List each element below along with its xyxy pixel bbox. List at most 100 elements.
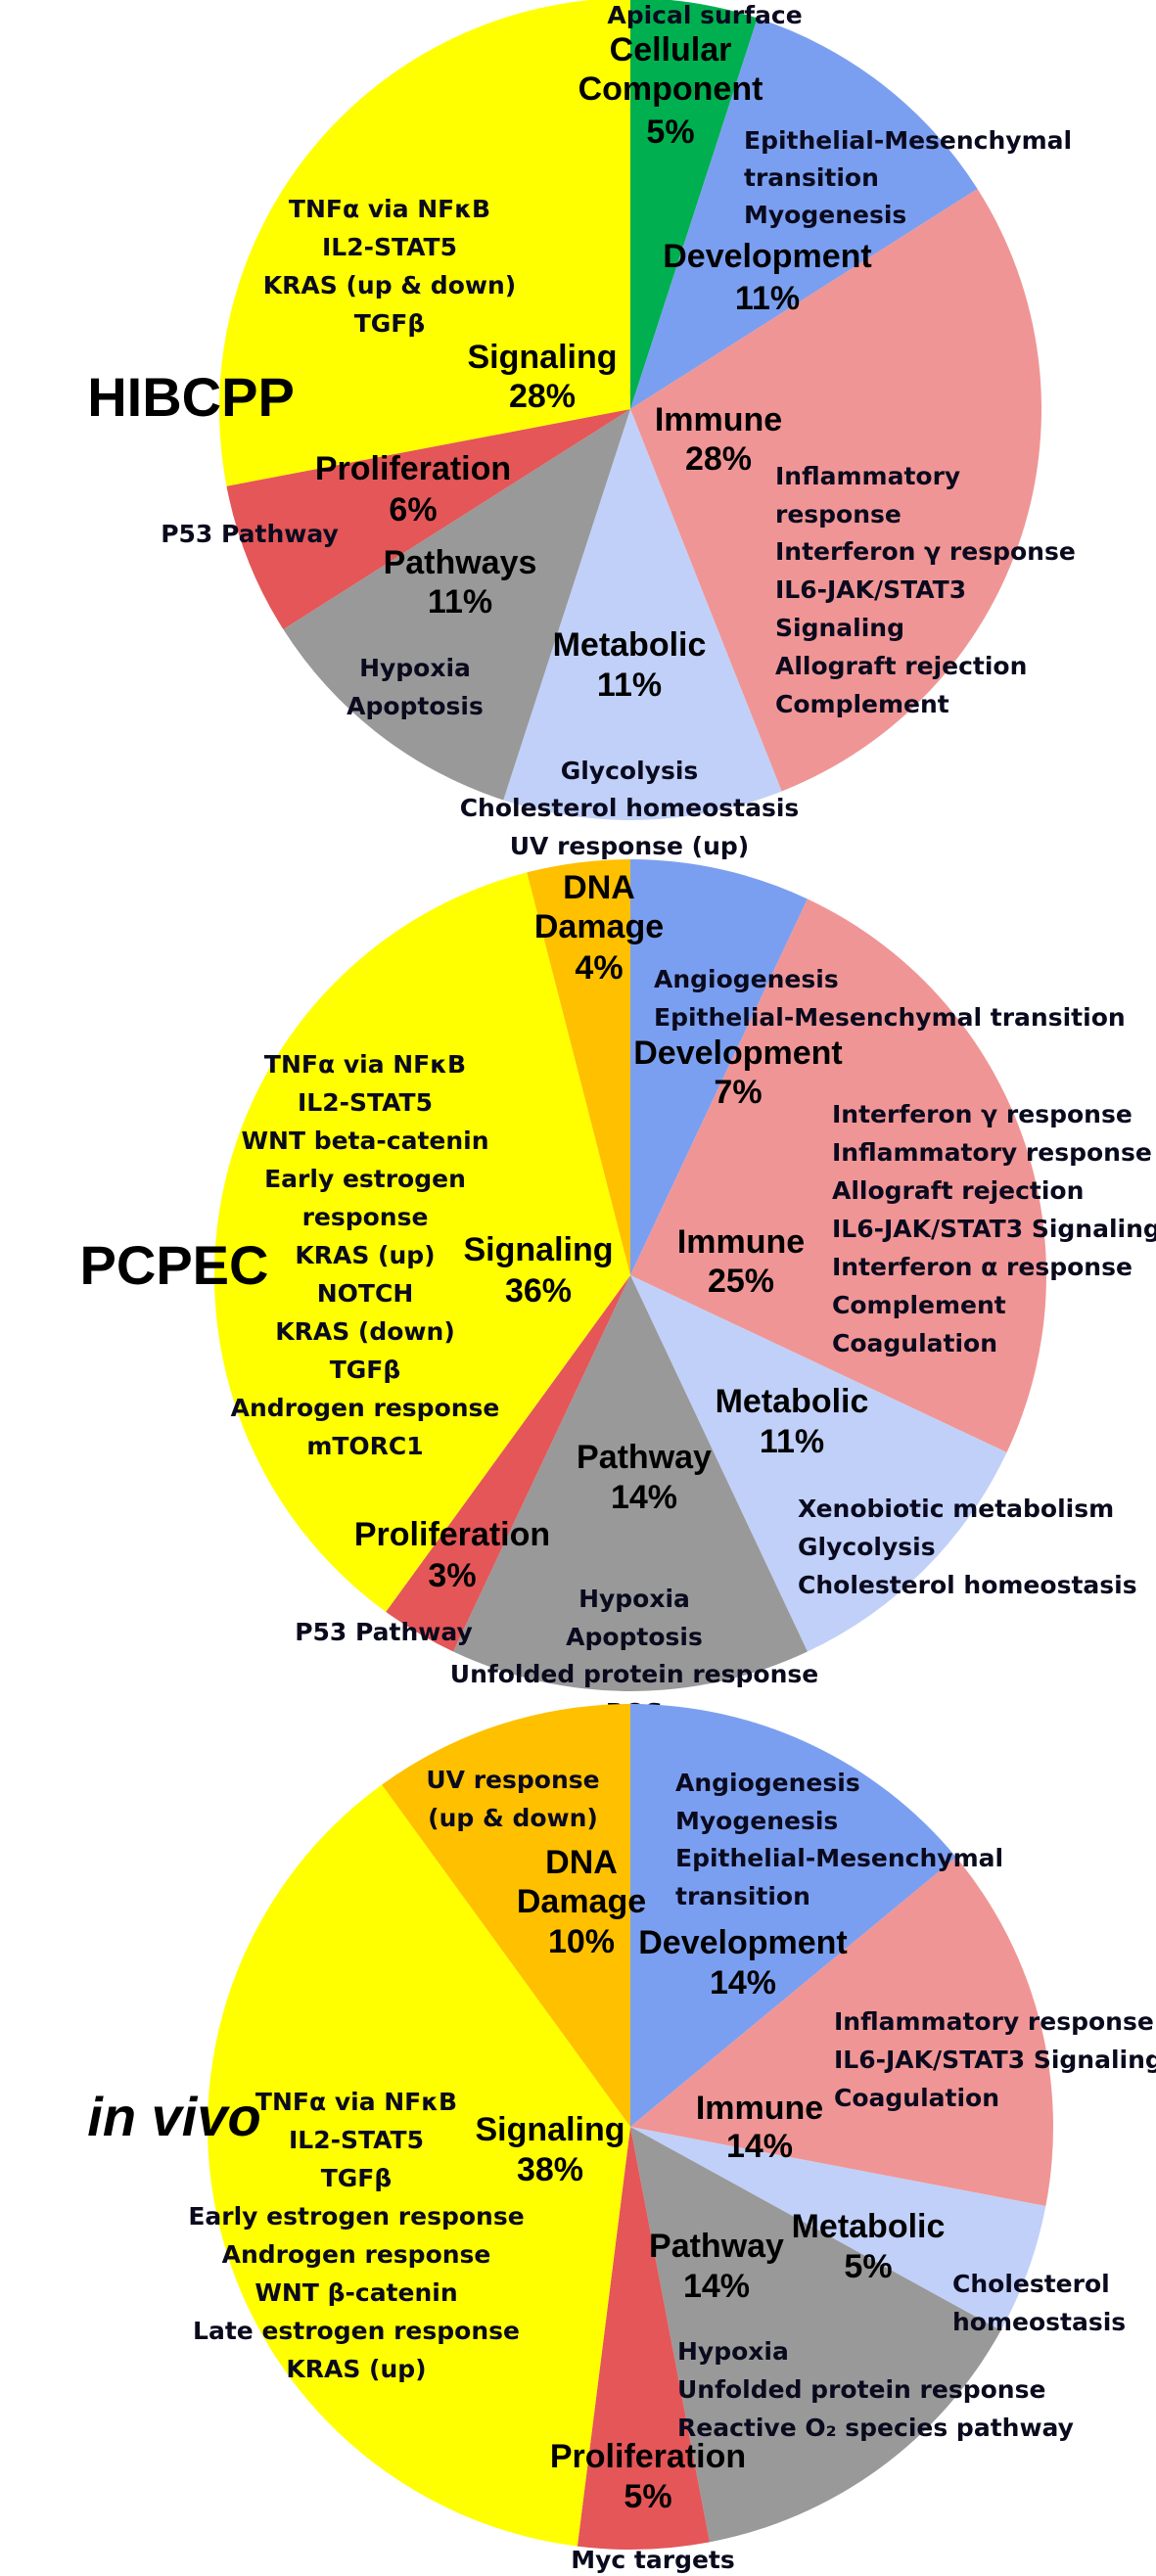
pie-slice-pathways xyxy=(283,409,630,801)
slice-item-label: Interferon γ response xyxy=(832,1100,1133,1128)
slice-item-label: Apoptosis xyxy=(566,1623,703,1651)
slice-item-label: TGFβ xyxy=(354,309,426,338)
slice-item-label: KRAS (up) xyxy=(286,2355,426,2383)
pie-slice-proliferation xyxy=(386,1275,630,1652)
slice-percent-label: 11% xyxy=(428,583,492,621)
slice-category-label: Signaling xyxy=(468,339,618,376)
slice-category-label: Pathways xyxy=(384,544,537,581)
slice-percent-label: 28% xyxy=(509,378,576,415)
slice-item-label: Interferon α response xyxy=(832,1253,1133,1281)
slice-category-label: Metabolic xyxy=(716,1383,869,1420)
slice-item-label: Inflammatory response xyxy=(834,2007,1154,2036)
slice-item-label: IL6-JAK/STAT3 Signaling xyxy=(834,2046,1156,2074)
slice-category-label: Development xyxy=(638,1924,848,1961)
slice-item-label: KRAS (up) xyxy=(295,1241,435,1269)
pie-chart-pcpec: Development7%AngiogenesisEpithelial-Mese… xyxy=(80,859,1156,1726)
pie-slice-pathway xyxy=(630,2127,1001,2543)
slice-percent-label: 28% xyxy=(685,440,752,478)
slice-percent-label: 11% xyxy=(760,1423,824,1460)
slice-item-label: Glycolysis xyxy=(798,1533,936,1561)
slice-item-label: Apoptosis xyxy=(347,692,484,720)
slice-percent-label: 6% xyxy=(389,491,437,529)
slice-percent-label: 4% xyxy=(575,949,623,987)
slice-item-label: Androgen response xyxy=(222,2240,491,2269)
slice-item-label: Cholesterol homeostasis xyxy=(460,794,800,822)
pie-slice-signaling xyxy=(219,0,630,486)
pie-slice-proliferation xyxy=(577,2127,710,2550)
slice-item-label: KRAS (down) xyxy=(275,1317,455,1346)
slice-item-label: NOTCH xyxy=(317,1279,414,1308)
slice-item-label: response xyxy=(775,500,902,529)
slice-item-label: Epithelial-Mesenchymal xyxy=(744,126,1072,155)
pie-slice-cellular-component xyxy=(630,0,758,409)
pie-slice-development xyxy=(630,859,808,1275)
slice-item-label: P53 Pathway xyxy=(295,1618,473,1646)
slice-percent-label: 5% xyxy=(844,2248,892,2285)
slice-item-label: P53 Pathway xyxy=(161,520,339,548)
slice-item-label: Myogenesis xyxy=(675,1807,838,1835)
slice-percent-label: 11% xyxy=(597,667,662,704)
slice-item-label: Glycolysis xyxy=(561,757,699,785)
slice-percent-label: 5% xyxy=(624,2478,671,2515)
slice-percent-label: 5% xyxy=(646,114,694,151)
pie-slice-immune xyxy=(630,898,1047,1452)
pie-chart-in-vivo: Development14%AngiogenesisMyogenesisEpit… xyxy=(87,1704,1156,2574)
slice-item-label: IL2-STAT5 xyxy=(289,2126,424,2154)
slice-percent-label: 7% xyxy=(714,1074,762,1111)
slice-item-label: UV response (up) xyxy=(510,832,749,860)
slice-percent-label: 14% xyxy=(710,1964,776,2001)
panel-label: PCPEC xyxy=(80,1234,269,1296)
slice-item-label: Complement xyxy=(832,1291,1006,1319)
slice-category-label: Proliferation xyxy=(315,450,511,487)
pie-slice-dna-damage xyxy=(527,859,630,1275)
slice-percent-label: 10% xyxy=(548,1923,615,1960)
slice-item-label: response xyxy=(302,1203,429,1231)
slice-item-label: Coagulation xyxy=(832,1329,997,1357)
slice-item-label: UV response xyxy=(426,1766,599,1794)
slice-item-label: Angiogenesis xyxy=(675,1769,860,1797)
slice-item-label: IL2-STAT5 xyxy=(322,233,457,261)
slice-category-label: Proliferation xyxy=(354,1516,550,1553)
pie-slice-metabolic xyxy=(630,2127,1046,2331)
slice-category-label: Development xyxy=(663,238,872,275)
slice-item-label: TGFβ xyxy=(330,1356,401,1384)
slice-percent-label: 11% xyxy=(735,280,800,317)
slice-percent-label: 14% xyxy=(683,2268,750,2305)
pie-slice-dna-damage xyxy=(382,1704,630,2127)
slice-item-label: Early estrogen xyxy=(264,1165,466,1193)
pie-slice-signaling xyxy=(214,872,630,1612)
slice-category-label: Development xyxy=(633,1035,843,1072)
slice-item-label: Myc targets xyxy=(571,2546,735,2574)
slice-category-label: Pathway xyxy=(577,1439,712,1476)
slice-percent-label: 3% xyxy=(428,1557,476,1594)
slice-item-label: Allograft rejection xyxy=(832,1176,1084,1205)
pie-slice-immune xyxy=(630,1857,1054,2206)
slice-item-label: Unfolded protein response xyxy=(677,2375,1045,2404)
slice-percent-label: 38% xyxy=(517,2151,583,2188)
panel-label: HIBCPP xyxy=(87,366,295,428)
slice-percent-label: 14% xyxy=(611,1479,677,1516)
slice-item-label: Interferon γ response xyxy=(775,537,1076,566)
slice-category-label: Proliferation xyxy=(550,2438,746,2475)
pie-slice-metabolic xyxy=(503,409,782,820)
slice-item-label: TGFβ xyxy=(321,2164,393,2192)
slice-percent-label: 25% xyxy=(708,1263,774,1300)
panel-label: in vivo xyxy=(87,2086,260,2147)
slice-item-label: TNFα via NFκB xyxy=(255,2088,457,2116)
slice-item-label: IL2-STAT5 xyxy=(298,1088,433,1117)
slice-item-label: Allograft rejection xyxy=(775,652,1027,680)
slice-item-label: Hypoxia xyxy=(359,654,471,682)
slice-item-label: Complement xyxy=(775,690,949,718)
slice-percent-label: 14% xyxy=(726,2128,793,2165)
slice-item-label: Cholesterol xyxy=(952,2270,1110,2298)
slice-item-label: WNT β-catenin xyxy=(254,2278,457,2307)
slice-item-label: homeostasis xyxy=(952,2308,1126,2336)
slice-item-label: IL6-JAK/STAT3 xyxy=(775,575,966,604)
slice-item-label: mTORC1 xyxy=(306,1432,423,1460)
pie-slice-development xyxy=(630,18,978,410)
